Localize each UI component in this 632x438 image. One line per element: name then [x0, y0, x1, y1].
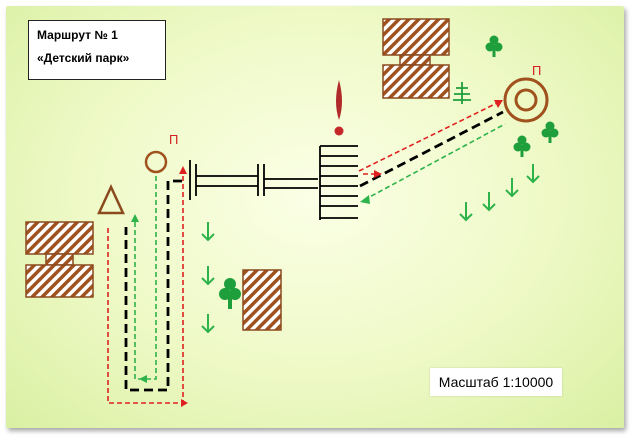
route-title-box: Маршрут № 1 «Детский парк» [28, 20, 166, 80]
route-red [107, 102, 498, 404]
map-canvas: П П [25, 18, 559, 407]
route-title: Маршрут № 1 [37, 28, 118, 42]
map-panel: П П [6, 6, 624, 428]
bridge-icon [189, 160, 318, 200]
checkpoint-label: П [169, 132, 178, 147]
route-black [124, 110, 504, 392]
building-icon [242, 269, 282, 331]
route-green [134, 123, 506, 380]
route-red-arrows [179, 100, 503, 407]
tree-icon [513, 135, 531, 157]
slope-arrow-icon [201, 164, 540, 334]
tree-icon [219, 278, 241, 309]
checkpoint-icon [144, 150, 168, 174]
scale-label: Масштаб 1:10000 [430, 368, 562, 396]
route-green-arrows [131, 195, 370, 383]
checkpoint-icon [503, 77, 549, 123]
tree-icon [541, 121, 559, 143]
checkpoint-label: П [532, 63, 541, 78]
monument-icon [334, 80, 344, 136]
triangle-landmark-icon [97, 184, 125, 215]
stairs-icon [319, 145, 358, 220]
route-name: «Детский парк» [37, 51, 130, 65]
tree-icon [485, 35, 503, 57]
building-icon [25, 221, 94, 298]
conifer-icon [453, 82, 471, 104]
building-icon [382, 18, 450, 99]
